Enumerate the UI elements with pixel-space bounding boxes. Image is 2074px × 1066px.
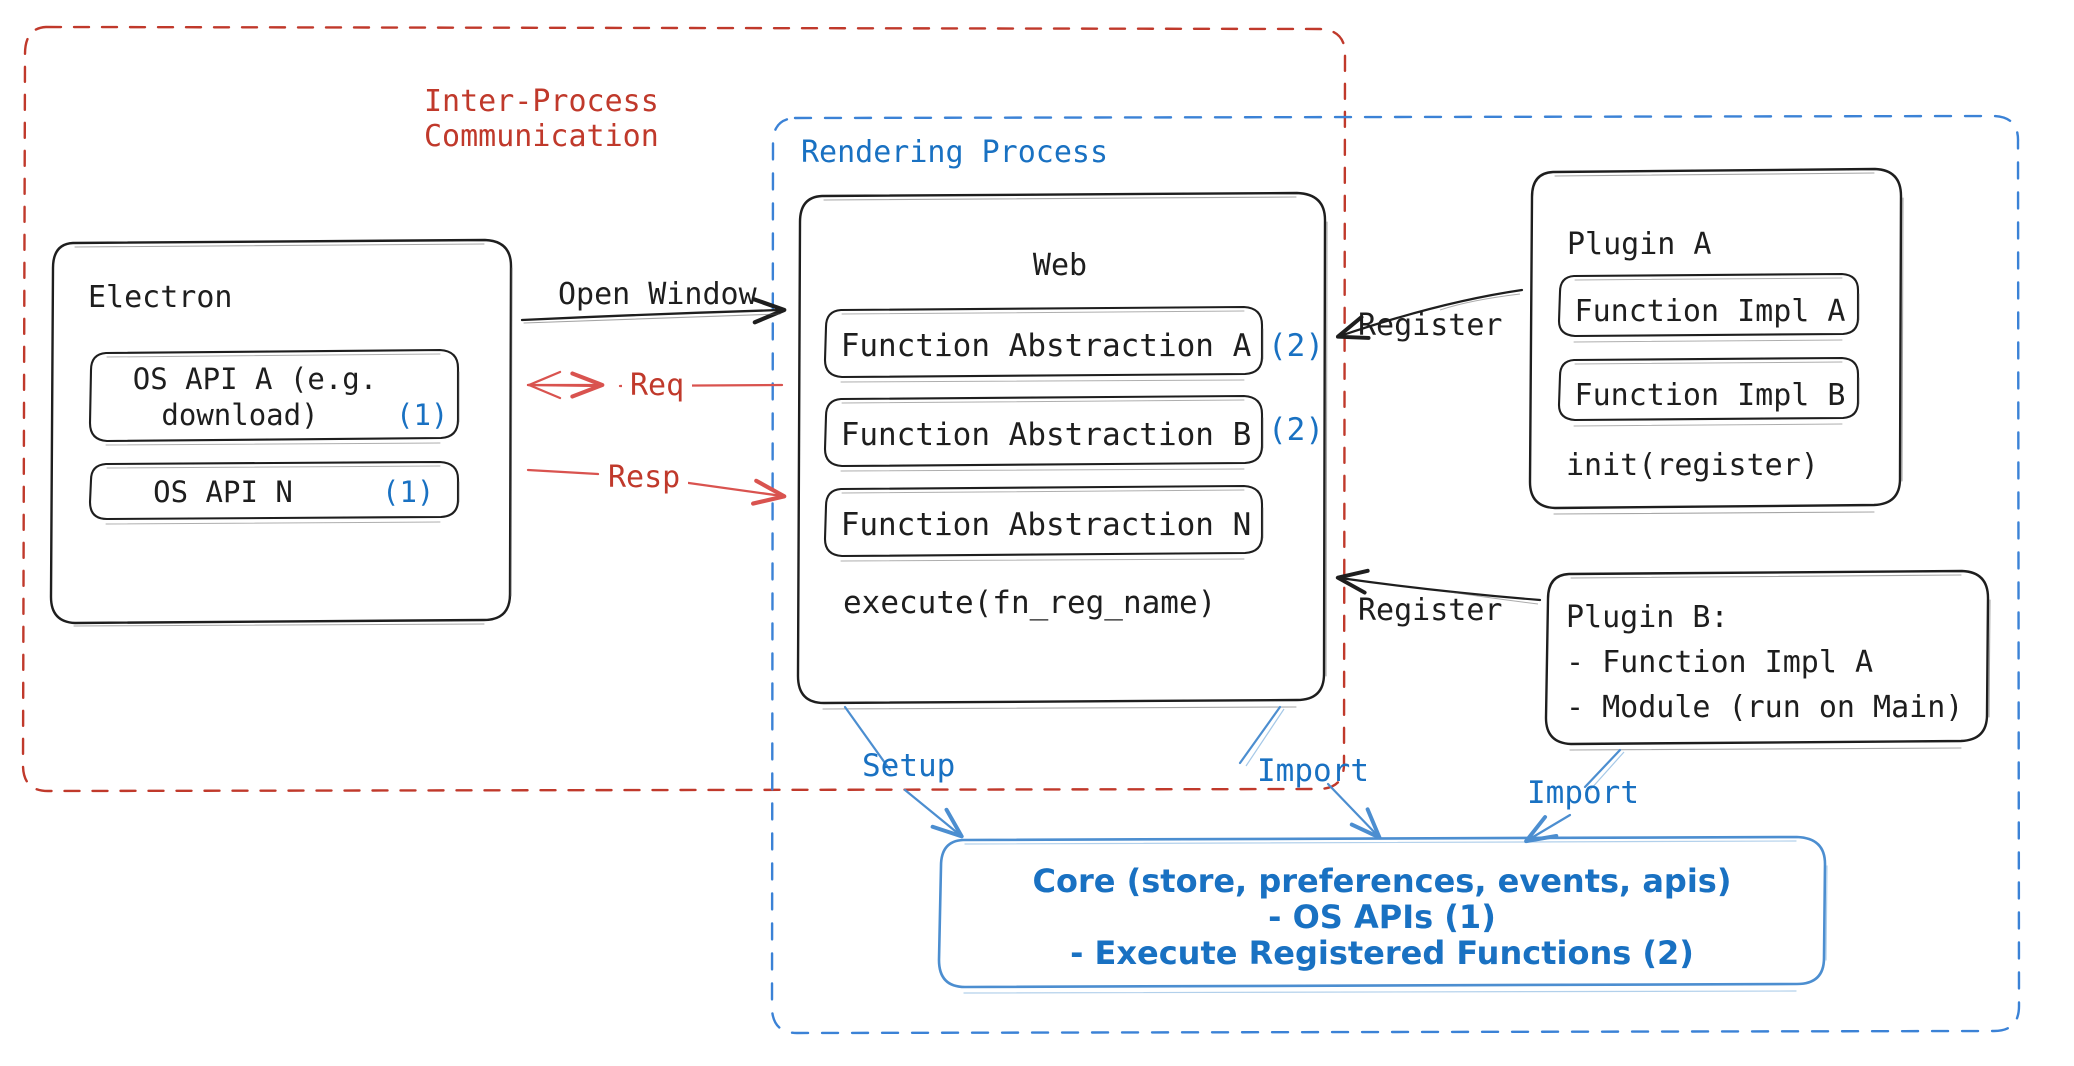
os-api-a-label-line2: download) <box>161 398 319 432</box>
plugin-b-box <box>1544 569 1991 751</box>
os-api-n-marker: (1) <box>382 475 435 509</box>
plugin-a-title: Plugin A <box>1567 227 1712 262</box>
core-box <box>937 835 1828 994</box>
plugin-a-footer-label: init(register) <box>1566 448 1819 483</box>
function-impl-b-label: Function Impl B <box>1574 378 1846 413</box>
function-abstraction-b-marker: (2) <box>1268 412 1324 448</box>
register-plugin-b-label: Register <box>1358 593 1503 628</box>
ipc-title-line2: Communication <box>424 119 659 154</box>
rendering-process-title: Rendering Process <box>801 135 1109 170</box>
ipc-boundary <box>21 25 1347 793</box>
function-abstraction-b-label: Function Abstraction B <box>840 417 1252 453</box>
function-abstraction-n-box <box>823 484 1264 562</box>
import-plugin-b-label: Import <box>1527 775 1639 811</box>
electron-title: Electron <box>88 280 233 315</box>
req-label: Req <box>622 368 693 405</box>
function-abstraction-a-label: Function Abstraction A <box>840 328 1252 364</box>
import-web-label: Import <box>1257 753 1369 789</box>
plugin-a-box <box>1528 167 1904 515</box>
web-box <box>796 191 1328 710</box>
ipc-title-line1: Inter-Process <box>424 84 659 119</box>
import-web-arrow <box>1238 705 1382 840</box>
os-api-n-label: OS API N <box>153 475 293 509</box>
os-api-a-marker: (1) <box>396 398 449 432</box>
open-window-arrow <box>520 297 787 325</box>
plugin-b-title: Plugin B: <box>1566 600 1729 635</box>
register-plugin-a-label: Register <box>1358 308 1503 343</box>
core-line-2: - OS APIs (1) <box>1268 898 1496 936</box>
electron-box <box>49 238 513 627</box>
function-impl-b-box <box>1557 356 1860 427</box>
os-api-a-label-line1: OS API A (e.g. <box>132 362 378 396</box>
core-line-1: Core (store, preferences, events, apis) <box>1032 862 1732 900</box>
function-abstraction-a-marker: (2) <box>1268 328 1324 364</box>
web-footer-label: execute(fn_reg_name) <box>843 585 1217 621</box>
plugin-b-item-2: - Module (run on Main) <box>1566 690 1964 725</box>
register-plugin-a-arrow <box>1335 288 1524 340</box>
function-impl-a-label: Function Impl A <box>1574 294 1846 329</box>
function-impl-a-box <box>1557 272 1860 343</box>
os-api-n-box <box>88 460 460 525</box>
resp-label: Resp <box>600 460 689 497</box>
setup-label: Setup <box>862 748 956 784</box>
web-title: Web <box>1032 248 1088 283</box>
function-abstraction-b-box <box>823 394 1264 472</box>
function-abstraction-n-label: Function Abstraction N <box>840 507 1252 543</box>
function-abstraction-a-box <box>823 305 1264 383</box>
import-plugin-b-arrow <box>1524 748 1625 844</box>
open-window-label: Open Window <box>558 277 757 312</box>
register-plugin-b-arrow <box>1335 568 1542 605</box>
setup-arrow <box>843 705 964 839</box>
core-line-3: - Execute Registered Functions (2) <box>1070 934 1694 972</box>
os-api-a-box <box>88 348 460 446</box>
plugin-b-item-1: - Function Impl A <box>1566 645 1874 680</box>
rendering-process-boundary <box>770 114 2021 1035</box>
